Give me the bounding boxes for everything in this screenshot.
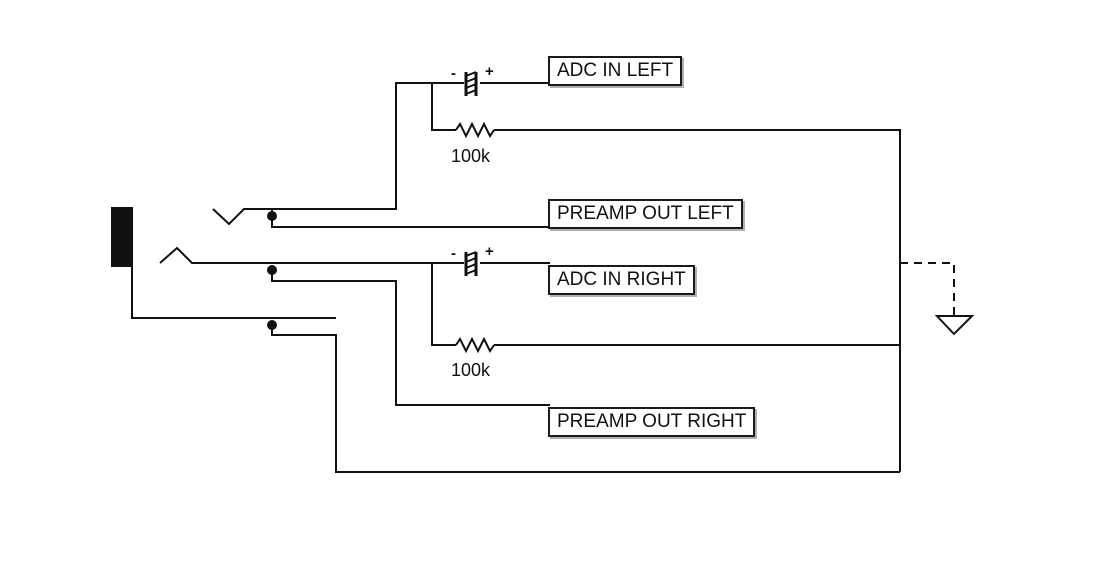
- tip-normal-line: [271, 216, 550, 228]
- cap-right-minus: -: [451, 245, 456, 262]
- tip-contact: [212, 208, 273, 226]
- label-adc-in-right: ADC IN RIGHT: [548, 265, 695, 295]
- ground-icon: [934, 315, 975, 336]
- capacitor-right: [464, 251, 478, 276]
- right-res-wire: [431, 263, 456, 346]
- sleeve-normal-line: [271, 325, 900, 473]
- sleeve-dot: [267, 320, 277, 330]
- ring-contact: [159, 246, 336, 264]
- resistor-left-value: 100k: [451, 146, 491, 166]
- jack-sleeve: [111, 207, 133, 267]
- sleeve-wire: [131, 266, 336, 319]
- resistor-left: [455, 121, 495, 139]
- tip-dot: [267, 211, 277, 221]
- capacitor-left: [464, 71, 478, 96]
- cap-left-plus: +: [485, 63, 494, 80]
- left-res-wire: [431, 83, 456, 131]
- label-adc-in-left: ADC IN LEFT: [548, 56, 683, 86]
- left-ground-wire: [494, 129, 901, 472]
- cap-left-minus: -: [451, 65, 456, 82]
- resistor-right: [455, 336, 495, 354]
- ring-dot: [267, 265, 277, 275]
- left-signal-wire: [336, 82, 464, 210]
- cap-right-plus: +: [485, 243, 494, 260]
- label-preamp-out-left: PREAMP OUT LEFT: [548, 199, 743, 229]
- ground-dashed-wire: [900, 262, 955, 316]
- ring-normal-line: [271, 270, 550, 406]
- resistor-right-value: 100k: [451, 360, 491, 380]
- label-preamp-out-right: PREAMP OUT RIGHT: [548, 407, 756, 437]
